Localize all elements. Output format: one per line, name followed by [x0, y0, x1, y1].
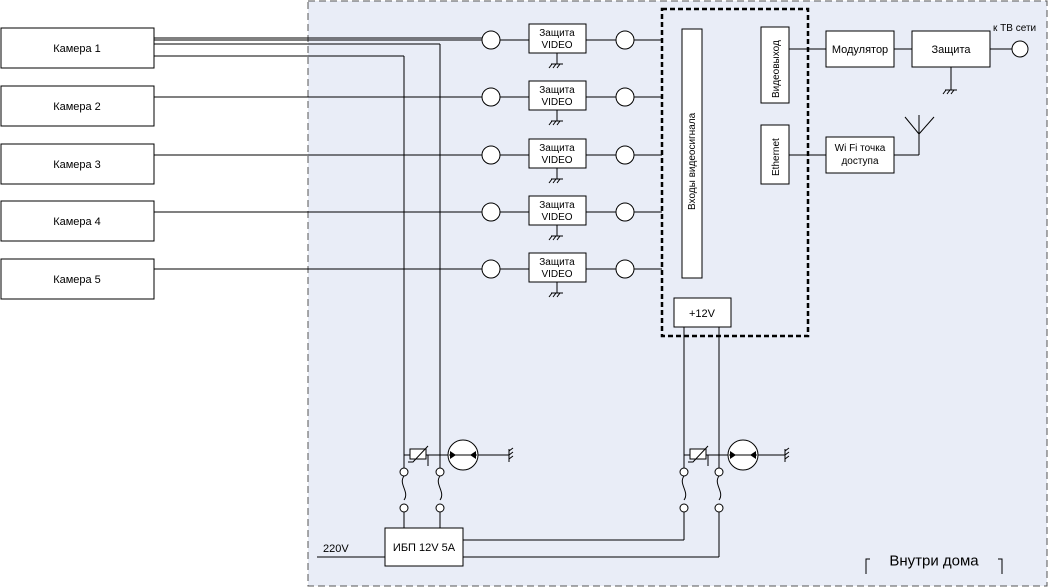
protection-video-3-line1: Защита	[539, 143, 575, 154]
power-wires-12v	[683, 327, 720, 472]
ethernet-label: Ethernet	[771, 138, 782, 176]
protection-video-4	[528, 195, 587, 226]
fuse-left-b-bottom	[435, 503, 445, 513]
connector-in-3	[481, 145, 501, 165]
fuse-left-a-bottom	[399, 503, 409, 513]
fuse-left-b-top	[435, 467, 445, 477]
protection-label: Защита	[932, 44, 972, 56]
video-inputs-label: Входы видеосигнала	[687, 112, 698, 210]
fuse-right-a-top	[679, 467, 689, 477]
fuse-left-a-icon	[401, 475, 407, 501]
protection-video-4-line1: Защита	[539, 200, 575, 211]
video-row-1: Защита VIDEO	[154, 23, 662, 69]
connector-out-2	[615, 87, 635, 107]
tv-connector	[1011, 40, 1029, 58]
video-row-2: Защита VIDEO	[154, 80, 662, 126]
surge-arrester-icon	[447, 439, 479, 471]
protection-video-2	[528, 80, 587, 111]
camera-1: Камера 1	[0, 27, 155, 69]
to-tv-label: к ТВ сети	[993, 23, 1036, 34]
ups-block	[384, 527, 464, 567]
connector-in-2	[481, 87, 501, 107]
video-row-5: Защита VIDEO	[154, 252, 662, 298]
modulator-block	[825, 30, 895, 68]
inside-house-region	[307, 0, 1048, 587]
varistor-icon	[688, 445, 709, 463]
camera-3-label: Камера 3	[53, 159, 101, 171]
varistor-icon	[408, 445, 429, 463]
ups-label: ИБП 12V 5A	[393, 542, 456, 554]
connector-in-5	[481, 259, 501, 279]
video-inputs-block	[681, 28, 703, 279]
left-surge-protection	[399, 439, 514, 528]
inside-house-label: Внутри дома	[889, 553, 979, 570]
camera-power-wires	[154, 37, 491, 472]
wifi-line1: Wi Fi точка	[835, 143, 886, 154]
camera-4: Камера 4	[0, 200, 155, 242]
camera-5-label: Камера 5	[53, 274, 101, 286]
video-out-block	[760, 26, 790, 104]
connector-out-5	[615, 259, 635, 279]
protection-video-5	[528, 252, 587, 283]
power-12v-block	[673, 297, 732, 328]
protection-video-5-line2: VIDEO	[541, 269, 572, 280]
camera-3: Камера 3	[0, 143, 155, 185]
wifi-line2: доступа	[841, 156, 879, 167]
modulator-label: Модулятор	[832, 44, 888, 56]
recorder-box	[660, 7, 810, 338]
fuse-right-b-top	[714, 467, 724, 477]
ground-icon	[508, 447, 514, 462]
right-surge-protection	[679, 439, 790, 557]
connector-out-4	[615, 202, 635, 222]
camera-2-label: Камера 2	[53, 101, 101, 113]
fuse-left-a-top	[399, 467, 409, 477]
connector-out-1	[615, 30, 635, 50]
protection-video-2-line2: VIDEO	[541, 97, 572, 108]
connector-out-3	[615, 145, 635, 165]
inside-house-tag: Внутри дома	[865, 553, 1003, 574]
cameras: Камера 1 Камера 2 Камера 3 Камера 4 Каме…	[0, 27, 155, 300]
camera-4-label: Камера 4	[53, 216, 101, 228]
camera-2: Камера 2	[0, 85, 155, 127]
protection-video-5-line1: Защита	[539, 257, 575, 268]
antenna-icon	[894, 115, 935, 156]
video-row-4: Защита VIDEO	[154, 195, 662, 241]
fuse-right-a-bottom	[679, 503, 689, 513]
mains-label: 220V	[323, 543, 349, 555]
protection-video-1-line2: VIDEO	[541, 40, 572, 51]
connector-in-4	[481, 202, 501, 222]
camera-5: Камера 5	[0, 258, 155, 300]
fuse-right-b-bottom	[714, 503, 724, 513]
fuse-right-b-icon	[716, 475, 722, 501]
power-12v-label: +12V	[689, 308, 716, 320]
protection-video-2-line1: Защита	[539, 85, 575, 96]
ethernet-block	[760, 124, 790, 185]
connector-in-1	[481, 30, 501, 50]
video-out-label: Видеовыход	[771, 40, 782, 98]
protection-video-3	[528, 138, 587, 169]
protection-video-1	[528, 23, 587, 54]
protection-video-3-line2: VIDEO	[541, 155, 572, 166]
fuse-right-a-icon	[681, 475, 687, 501]
protection-video-4-line2: VIDEO	[541, 212, 572, 223]
protection-video-1-line1: Защита	[539, 28, 575, 39]
camera-1-label: Камера 1	[53, 43, 101, 55]
video-row-3: Защита VIDEO	[154, 138, 662, 184]
ground-icon	[784, 447, 790, 462]
fuse-left-b-icon	[437, 475, 443, 501]
surge-arrester-icon	[727, 439, 759, 471]
